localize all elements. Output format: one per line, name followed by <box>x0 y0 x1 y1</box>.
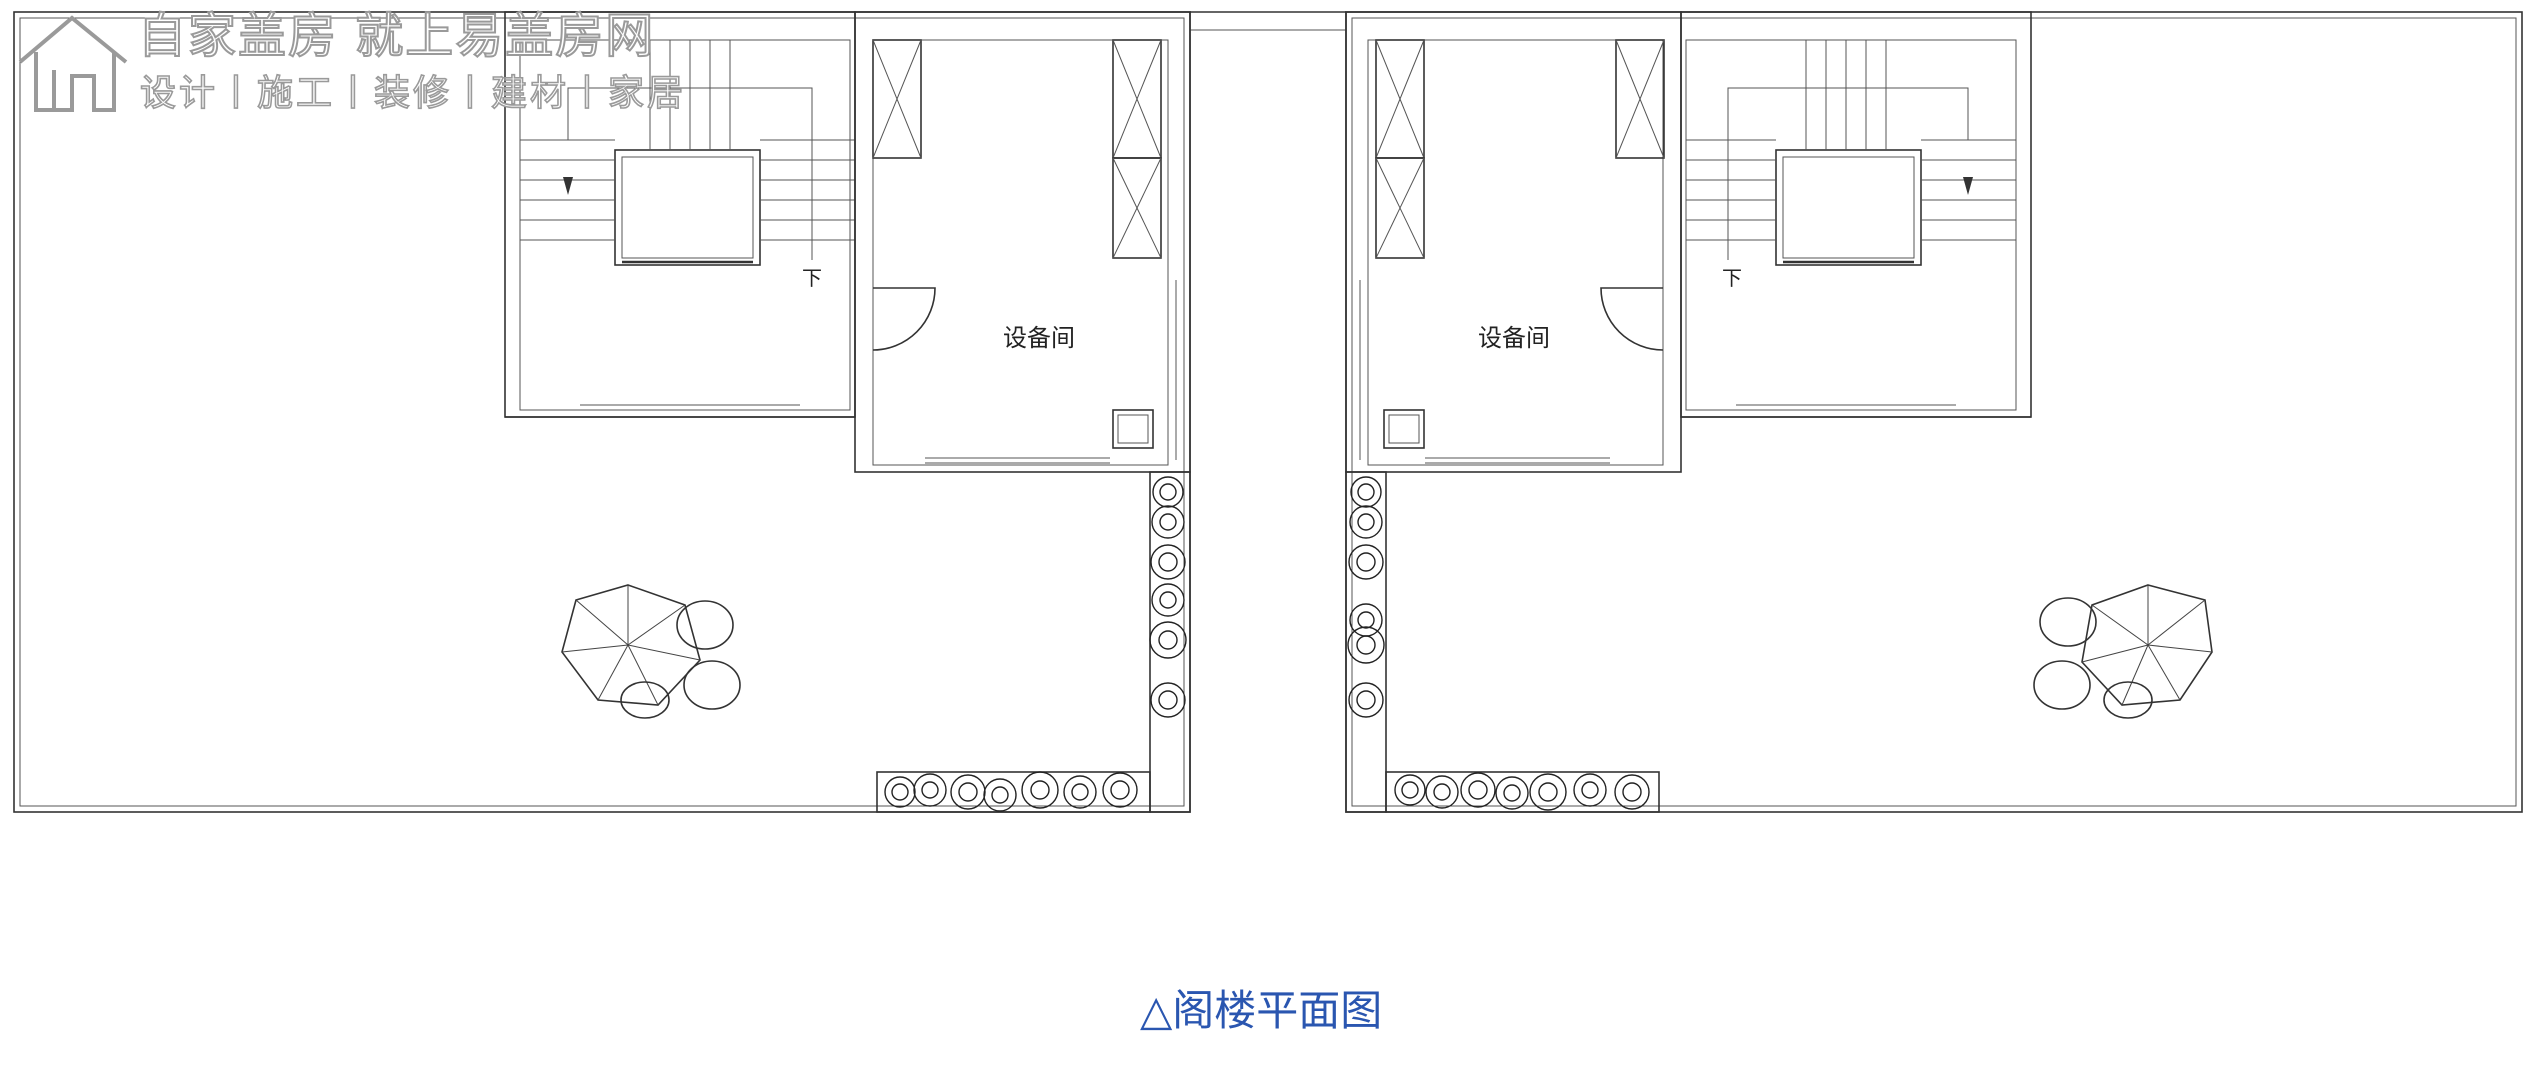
house-logo-icon <box>18 15 128 112</box>
right-parasol-table-set <box>2033 584 2213 719</box>
stair-down-mark-left: 下 <box>802 266 822 290</box>
room-label-left-equipment: 设备间 <box>1003 324 1075 352</box>
watermark-service-line: 设计丨施工丨装修丨建材丨家居 <box>139 72 687 115</box>
drawing-caption: △阁楼平面图 <box>1140 986 1383 1035</box>
right-planters <box>1345 471 1660 813</box>
left-parasol-table-set <box>561 584 741 719</box>
left-equipment-room <box>854 11 1191 473</box>
central-divider <box>1190 11 1346 31</box>
watermark-brand-line: 自家盖房 就上易盖房网 <box>137 7 656 65</box>
watermark: 自家盖房 就上易盖房网 设计丨施工丨装修丨建材丨家居 <box>0 0 720 130</box>
right-stair-hall <box>1680 11 2032 418</box>
right-terrace-outline <box>1345 11 2523 813</box>
room-label-right-equipment: 设备间 <box>1478 324 1550 352</box>
left-planters <box>876 471 1191 813</box>
stair-down-mark-right: 下 <box>1722 266 1742 290</box>
right-equipment-room <box>1345 11 1682 473</box>
